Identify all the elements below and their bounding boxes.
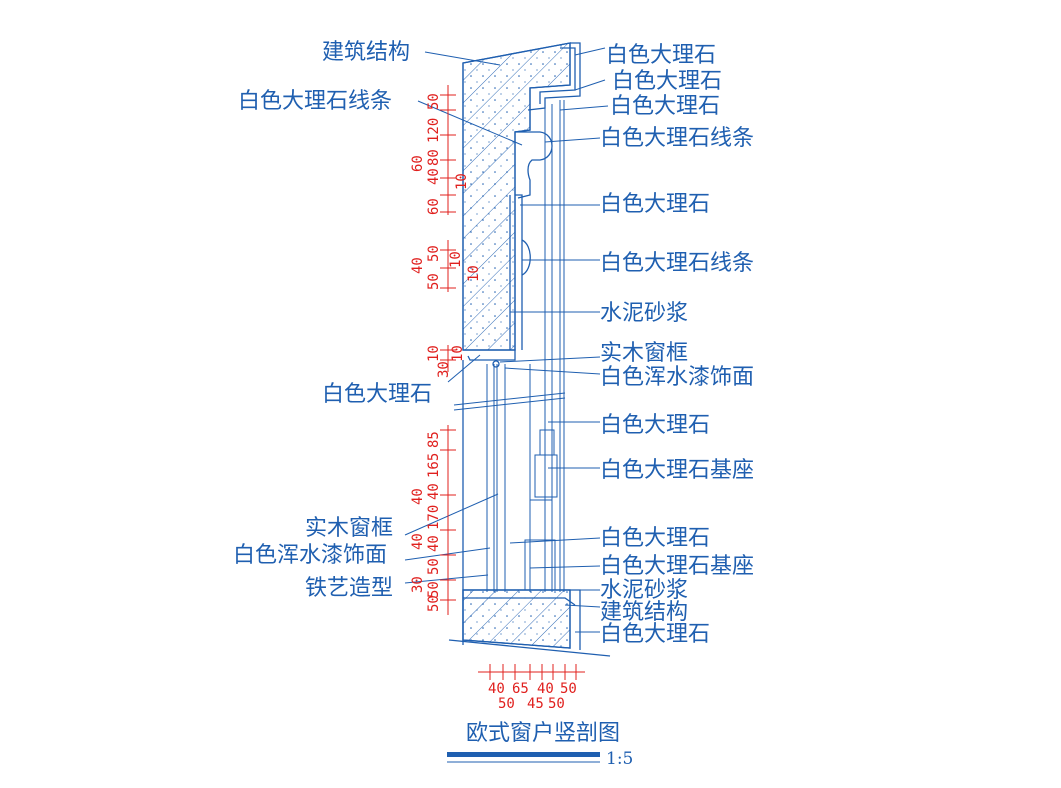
dim-lower-a-1: 85 [426, 431, 442, 448]
dim-bottom-3: 40 [537, 681, 554, 697]
dim-lower-b-4: 50 [426, 595, 442, 612]
dim-lower-b-3: 30 [410, 576, 426, 593]
label-right-12: 白色大理石 [600, 526, 710, 551]
leader-lines [404, 47, 609, 633]
lower-wall-structure [448, 360, 611, 657]
dim-lower-b-1: 40 [410, 488, 426, 505]
dim-mid-a-1: 50 [426, 245, 442, 262]
dim-upper-a-5: 10 [454, 173, 470, 190]
dim-sill-2: 10 [450, 345, 466, 362]
dim-lower-a-2: 165 [426, 453, 442, 478]
dim-upper-a-4: 40 [426, 168, 442, 185]
label-right-14: 水泥砂浆 [600, 578, 688, 603]
label-right-16: 白色大理石 [600, 622, 710, 647]
dim-bottom-2: 65 [512, 681, 529, 697]
drawing-title: 欧式窗户竖剖图 [466, 721, 620, 746]
label-right-9: 白色浑水漆饰面 [600, 365, 754, 390]
label-right-7: 水泥砂浆 [600, 301, 688, 326]
dim-mid-b-2: 50 [426, 273, 442, 290]
drawing-scale: 1:5 [606, 749, 633, 769]
dim-sill-3: 30 [436, 361, 452, 378]
dim-sill-1: 10 [426, 345, 442, 362]
label-right-15: 建筑结构 [600, 600, 688, 625]
label-paint-low: 白色浑水漆饰面 [233, 543, 387, 568]
dim-bottom-4: 50 [560, 681, 577, 697]
dim-bottom-1: 40 [488, 681, 505, 697]
title-underline [447, 752, 600, 757]
label-right-5: 白色大理石 [600, 192, 710, 217]
label-right-3: 白色大理石 [610, 94, 720, 119]
dim-lower-a-3: 40 [426, 483, 442, 500]
dim-bottom-5: 50 [498, 696, 515, 712]
dim-upper-a-1: 50 [426, 93, 442, 110]
dim-lower-a-4: 170 [426, 505, 442, 530]
label-right-10: 白色大理石 [600, 413, 710, 438]
label-marble-sill: 白色大理石 [322, 382, 432, 407]
label-right-2: 白色大理石 [612, 69, 722, 94]
dim-upper-b-2: 60 [426, 198, 442, 215]
dim-upper-b-1: 60 [410, 155, 426, 172]
dim-upper-a-2: 120 [426, 118, 442, 143]
right-labels: 白色大理石 白色大理石 白色大理石 白色大理石线条 白色大理石 白色大理石线条 … [600, 43, 754, 647]
label-structure-top: 建筑结构 [322, 40, 410, 65]
dim-bottom-6: 45 [527, 696, 544, 712]
dim-mid-a-3: 10 [466, 265, 482, 282]
dim-mid-b-1: 40 [410, 257, 426, 274]
label-iron: 铁艺造型 [305, 576, 393, 601]
dim-lower-b-2: 40 [410, 533, 426, 550]
dim-upper-a-3: 80 [426, 149, 442, 166]
dimension-lines [440, 85, 585, 680]
dim-lower-a-6: 50 [426, 558, 442, 575]
upper-wall-structure [462, 42, 581, 368]
label-right-8: 实木窗框 [600, 341, 688, 366]
label-marble-moulding-top: 白色大理石线条 [238, 89, 392, 114]
dim-lower-a-7: 50 [426, 581, 442, 598]
left-labels: 建筑结构 白色大理石线条 白色大理石 实木窗框 白色浑水漆饰面 铁艺造型 [233, 40, 432, 601]
label-right-1: 白色大理石 [606, 43, 716, 68]
label-right-4: 白色大理石线条 [600, 126, 754, 151]
dimension-texts: 50 120 80 40 10 60 60 50 10 10 40 50 10 … [410, 93, 577, 712]
window-glass-lines [453, 100, 566, 592]
dim-mid-a-2: 10 [448, 251, 464, 268]
label-right-6: 白色大理石线条 [600, 251, 754, 276]
label-right-11: 白色大理石基座 [600, 458, 754, 483]
label-right-13: 白色大理石基座 [600, 554, 754, 579]
label-wood-frame-low: 实木窗框 [305, 516, 393, 541]
dim-lower-a-5: 40 [426, 535, 442, 552]
dim-bottom-7: 50 [548, 696, 565, 712]
